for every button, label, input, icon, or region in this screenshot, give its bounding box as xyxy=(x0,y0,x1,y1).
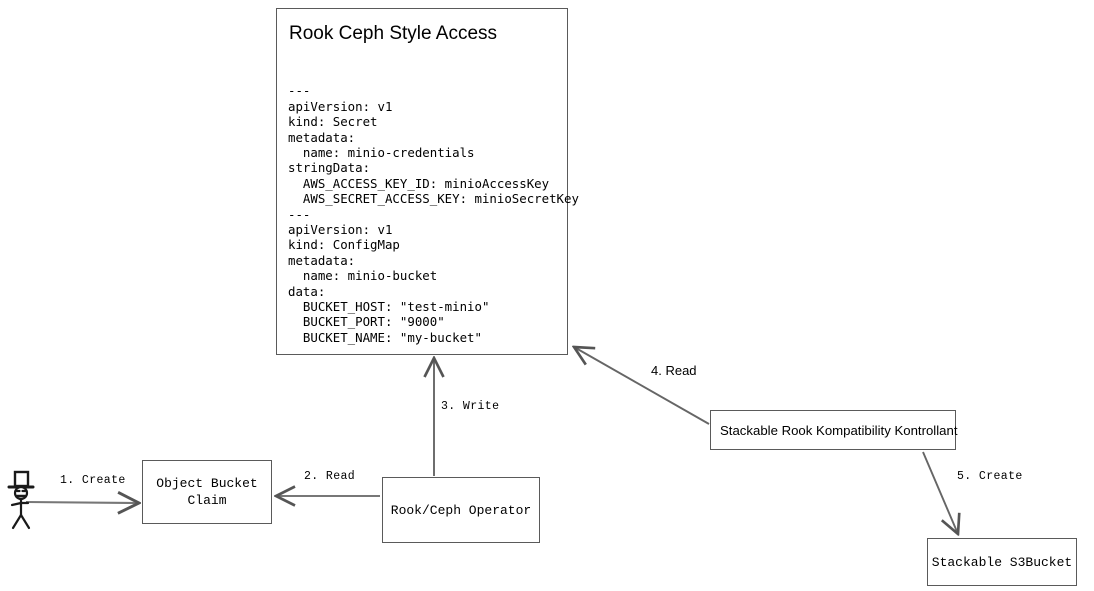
node-object-bucket-claim-label: Object Bucket Claim xyxy=(156,476,258,508)
rook-ceph-style-access-panel: Rook Ceph Style Access --- apiVersion: v… xyxy=(276,8,579,355)
user-stick-figure-icon xyxy=(7,470,35,530)
edge-4-read xyxy=(574,347,710,425)
node-stackable-s3bucket-label: Stackable S3Bucket xyxy=(931,554,1073,570)
edge-5-create xyxy=(922,451,958,534)
node-stackable-rook-kompatibility-kontrollant[interactable]: Stackable Rook Kompatibility Kontrollant xyxy=(710,410,958,450)
node-srkk-label: Stackable Rook Kompatibility Kontrollant xyxy=(720,422,958,438)
yaml-panel-title: Rook Ceph Style Access xyxy=(289,23,498,44)
edge-label-2-read: 2. Read xyxy=(304,470,356,483)
edge-label-3-write: 3. Write xyxy=(441,400,500,413)
node-object-bucket-claim[interactable]: Object Bucket Claim xyxy=(142,460,272,524)
node-rook-ceph-operator-label: Rook/Ceph Operator xyxy=(390,502,532,518)
edge-label-4-read: 4. Read xyxy=(651,363,697,378)
node-rook-ceph-operator[interactable]: Rook/Ceph Operator xyxy=(382,477,540,543)
edge-label-1-create: 1. Create xyxy=(60,474,126,487)
edge-label-5-create: 5. Create xyxy=(957,470,1023,483)
yaml-panel-body: --- apiVersion: v1 kind: Secret metadata… xyxy=(288,83,579,345)
node-stackable-s3bucket[interactable]: Stackable S3Bucket xyxy=(927,538,1077,586)
